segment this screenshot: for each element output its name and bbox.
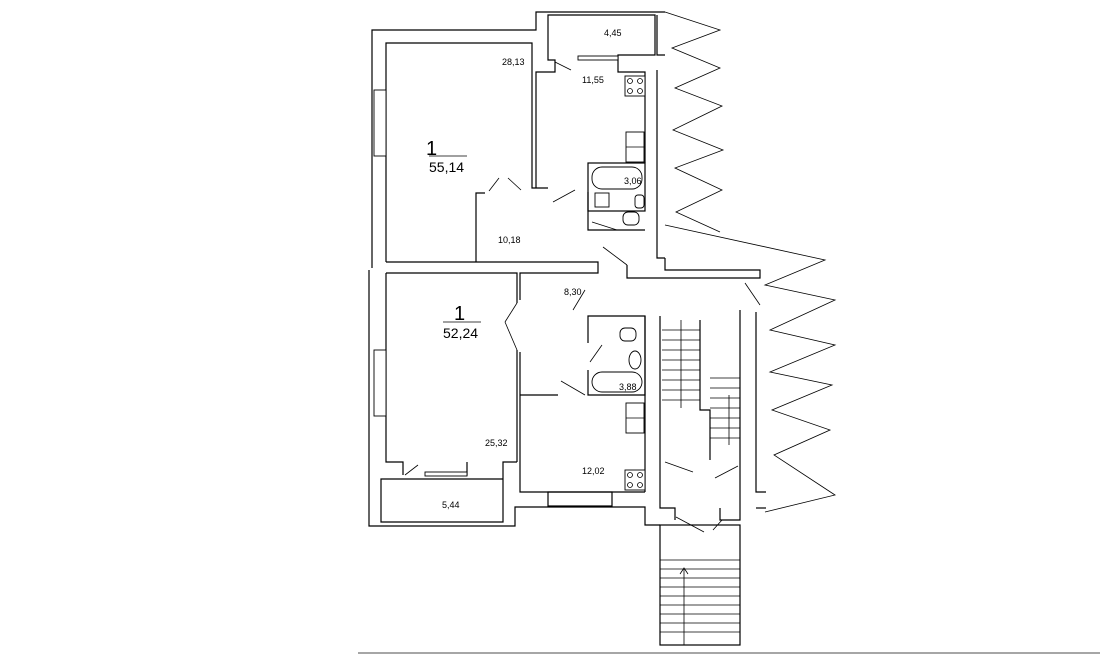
area-balcony-top: 4,45 (604, 28, 622, 38)
rooms-count-top: 1 (426, 138, 437, 160)
rooms-count-bottom: 1 (454, 303, 465, 325)
area-balcony-bottom: 5,44 (442, 500, 460, 510)
toilet-icon (622, 211, 640, 226)
area-living-bottom: 25,32 (485, 438, 508, 448)
windows (373, 55, 645, 477)
area-hall-bottom: 8,30 (564, 287, 582, 297)
area-hall-top: 10,18 (498, 235, 521, 245)
area-bath-bottom: 3,88 (619, 382, 637, 392)
area-kitchen-bottom: 12,02 (582, 466, 605, 476)
area-kitchen-top: 11,55 (582, 75, 604, 85)
break-lines (664, 11, 837, 513)
area-living-top: 28,13 (502, 57, 525, 67)
walls (368, 11, 766, 646)
area-labels: 4,45 28,13 11,55 3,06 10,18 1 55,14 8,30… (426, 28, 642, 510)
total-area-top: 55,14 (429, 159, 464, 175)
fixtures (591, 75, 646, 491)
total-area-bottom: 52,24 (443, 325, 478, 341)
bathtub-icon (591, 166, 643, 190)
area-bath-top: 3,06 (624, 176, 642, 186)
stair-treads (660, 320, 740, 633)
stove-icon (624, 75, 646, 97)
doors (404, 61, 761, 533)
